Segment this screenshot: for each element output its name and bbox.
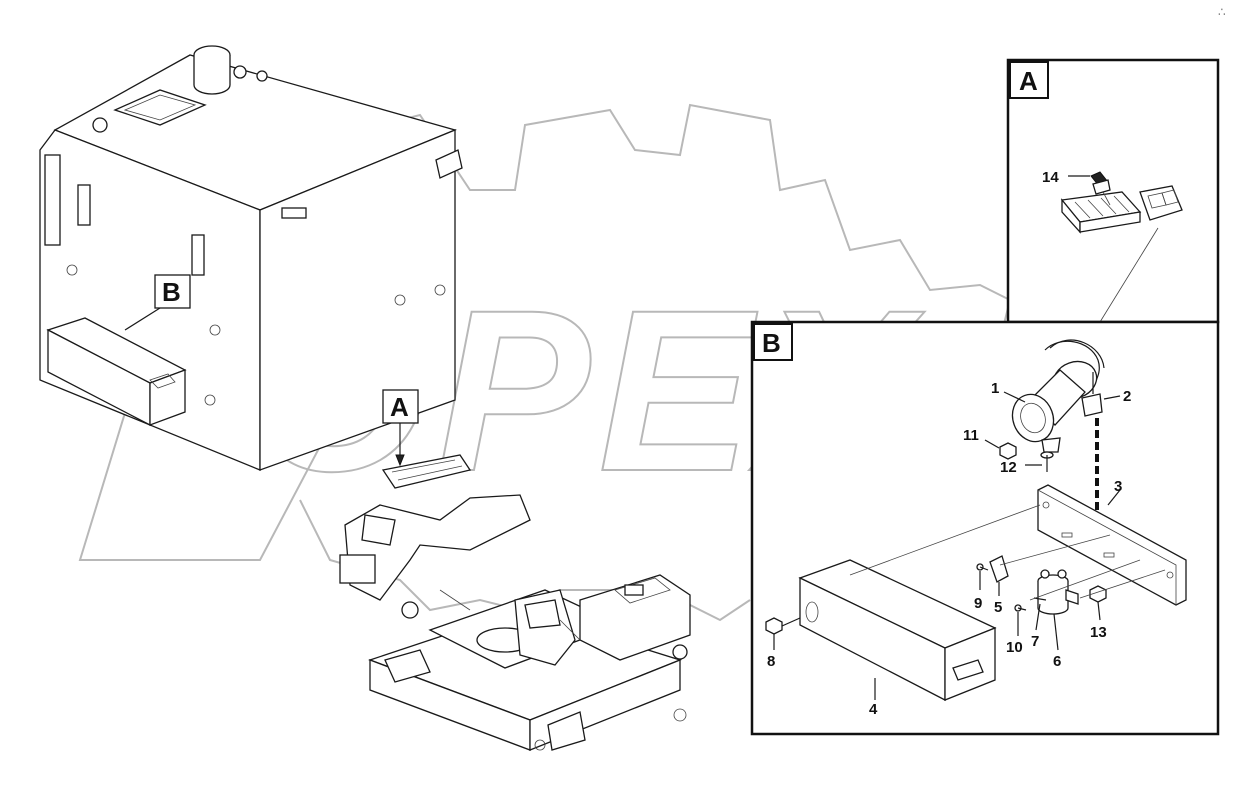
- callout-6: 6: [1053, 653, 1061, 670]
- detail-b-tag-box: [753, 323, 793, 361]
- callout-13: 13: [1090, 624, 1107, 641]
- callout-5: 5: [994, 599, 1002, 616]
- callout-10: 10: [1006, 639, 1023, 656]
- detail-b-tag: B: [762, 328, 781, 358]
- part-2-connector: [1081, 372, 1103, 417]
- switch-bank: [1060, 171, 1183, 234]
- corner-mark: ∴: [1218, 5, 1226, 19]
- part-11-nut: [999, 442, 1017, 460]
- part-6-relay: [1037, 569, 1079, 615]
- callout-12: 12: [1000, 459, 1017, 476]
- detail-a-frame: [1006, 58, 1220, 324]
- detail-a: A 14: [1006, 58, 1220, 324]
- callout-4: 4: [869, 701, 878, 718]
- part-7-screw: [1033, 597, 1047, 601]
- part-9-screw: [976, 563, 989, 571]
- callout-1: 1: [991, 380, 999, 397]
- main-label-b-text: B: [162, 277, 181, 307]
- callout-3: 3: [1114, 478, 1122, 495]
- main-label-b: B: [124, 274, 191, 331]
- part-12-bolt: [1040, 451, 1054, 472]
- part-13-nut: [1089, 585, 1107, 603]
- main-label-a-text: A: [390, 392, 409, 422]
- seat-chassis: [339, 494, 691, 751]
- callout-8: 8: [767, 653, 775, 670]
- part-5-clamp: [989, 555, 1009, 583]
- part-1-motor: [1011, 339, 1105, 453]
- callout-9: 9: [974, 595, 982, 612]
- part-4-cover: [798, 559, 997, 702]
- callout-7: 7: [1031, 633, 1039, 650]
- main-switch-panel: [381, 454, 472, 489]
- detail-a-tag-box: [1009, 61, 1049, 99]
- part-10-screw: [1014, 604, 1027, 612]
- callout-14: 14: [1042, 169, 1059, 186]
- callout-11: 11: [963, 427, 979, 444]
- callout-2: 2: [1123, 388, 1131, 405]
- cab-console-box: [46, 317, 187, 427]
- detail-b: B: [750, 320, 1220, 736]
- detail-a-tag: A: [1019, 66, 1038, 96]
- main-label-a: A: [382, 389, 419, 467]
- part-8-bolt: [765, 617, 801, 635]
